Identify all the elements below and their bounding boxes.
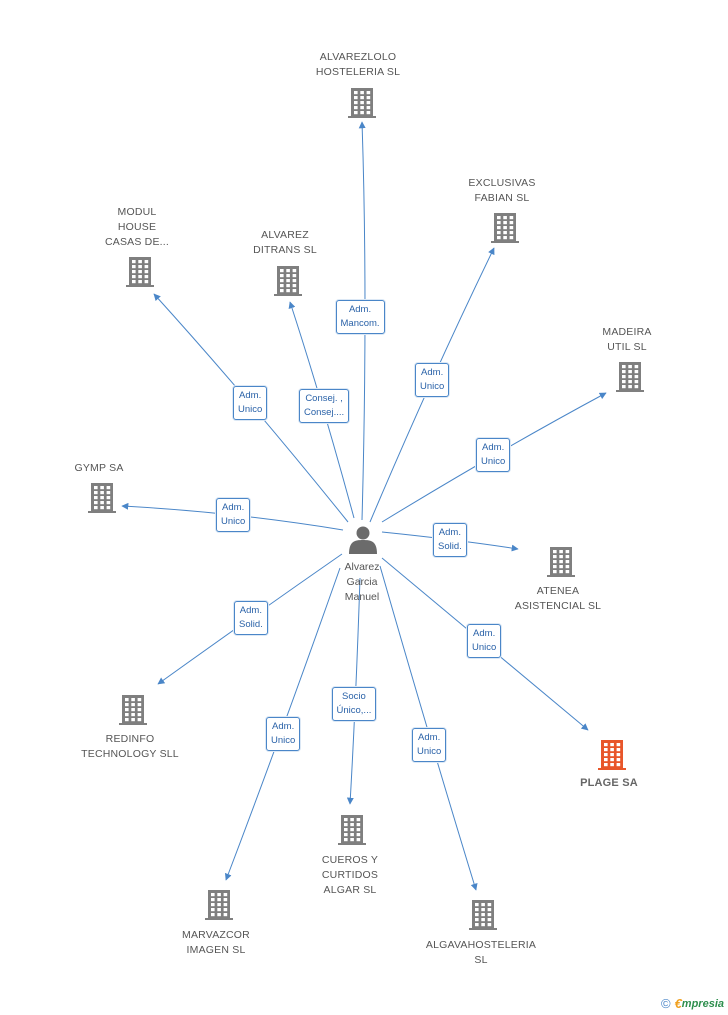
relation-label-madeira[interactable]: Adm. Unico xyxy=(476,438,511,472)
building-icon[interactable] xyxy=(338,815,366,845)
company-label-algava[interactable]: ALGAVAHOSTELERIA SL xyxy=(425,939,537,966)
relation-label-atenea[interactable]: Adm. Solid. xyxy=(433,523,467,557)
company-label-modul[interactable]: MODUL HOUSE CASAS DE... xyxy=(104,206,170,248)
footer-brand: © €mpresia xyxy=(661,996,724,1011)
company-label-exclusivas[interactable]: EXCLUSIVAS FABIAN SL xyxy=(468,177,536,204)
company-label-gymp[interactable]: GYMP SA xyxy=(74,462,124,474)
building-icon[interactable] xyxy=(119,695,147,725)
relation-label-plage[interactable]: Adm. Unico xyxy=(467,624,502,658)
relation-label-marvazcor[interactable]: Adm. Unico xyxy=(266,717,301,751)
company-label-plage[interactable]: PLAGE SA xyxy=(580,777,638,789)
center-person-label[interactable]: Alvarez Garcia Manuel xyxy=(344,561,380,603)
copyright-icon: © xyxy=(660,996,671,1011)
company-label-redinfo[interactable]: REDINFO TECHNOLOGY SLL xyxy=(81,733,179,760)
relation-label-modul[interactable]: Adm. Unico xyxy=(233,386,268,420)
building-icon[interactable] xyxy=(274,266,302,296)
person-icon[interactable] xyxy=(349,526,377,555)
brand-name: mpresia xyxy=(681,997,724,1010)
building-icon[interactable] xyxy=(616,362,644,392)
relation-label-gymp[interactable]: Adm. Unico xyxy=(216,498,251,532)
relation-label-algava[interactable]: Adm. Unico xyxy=(412,728,447,762)
company-label-madeira[interactable]: MADEIRA UTIL SL xyxy=(602,326,652,353)
company-label-ditrans[interactable]: ALVAREZ DITRANS SL xyxy=(253,229,317,256)
building-icon[interactable] xyxy=(469,900,497,930)
building-icon[interactable] xyxy=(205,890,233,920)
building-icon[interactable] xyxy=(126,257,154,287)
relation-label-exclusivas[interactable]: Adm. Unico xyxy=(415,363,450,397)
relation-label-cueros[interactable]: Socio Único,... xyxy=(331,687,377,721)
relation-label-ditrans[interactable]: Consej. , Consej.... xyxy=(299,389,350,423)
company-label-cueros[interactable]: CUEROS Y CURTIDOS ALGAR SL xyxy=(321,854,379,896)
company-label-marvazcor[interactable]: MARVAZCOR IMAGEN SL xyxy=(182,929,250,956)
building-icon[interactable] xyxy=(547,547,575,577)
building-icon[interactable] xyxy=(598,740,626,770)
building-icon[interactable] xyxy=(88,483,116,513)
building-icon[interactable] xyxy=(491,213,519,243)
brand-logo-initial: € xyxy=(674,996,682,1011)
relation-label-alvarezlolo[interactable]: Adm. Mancom. xyxy=(335,300,385,334)
company-label-atenea[interactable]: ATENEA ASISTENCIAL SL xyxy=(514,585,602,612)
relation-label-redinfo[interactable]: Adm. Solid. xyxy=(234,601,268,635)
company-label-alvarezlolo[interactable]: ALVAREZLOLO HOSTELERIA SL xyxy=(315,51,401,78)
building-icon[interactable] xyxy=(348,88,376,118)
